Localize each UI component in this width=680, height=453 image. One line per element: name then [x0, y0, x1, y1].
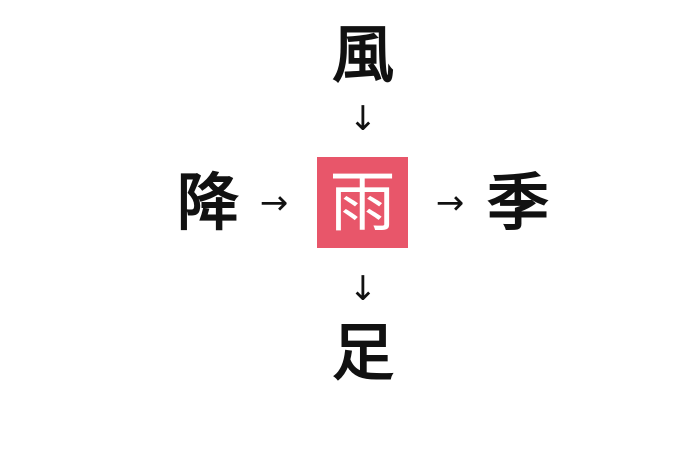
bottom-kanji: 足	[331, 316, 394, 389]
down-arrow-icon: ↓	[348, 269, 378, 309]
answer-box: 雨	[317, 157, 408, 248]
left-kanji: 降	[176, 166, 239, 239]
right-arrow-icon: →	[435, 183, 465, 223]
center-kanji: 雨	[329, 163, 396, 241]
right-kanji: 季	[486, 166, 549, 239]
right-arrow-icon: →	[259, 183, 289, 223]
top-kanji: 風	[331, 18, 394, 91]
down-arrow-icon: ↓	[348, 99, 378, 139]
